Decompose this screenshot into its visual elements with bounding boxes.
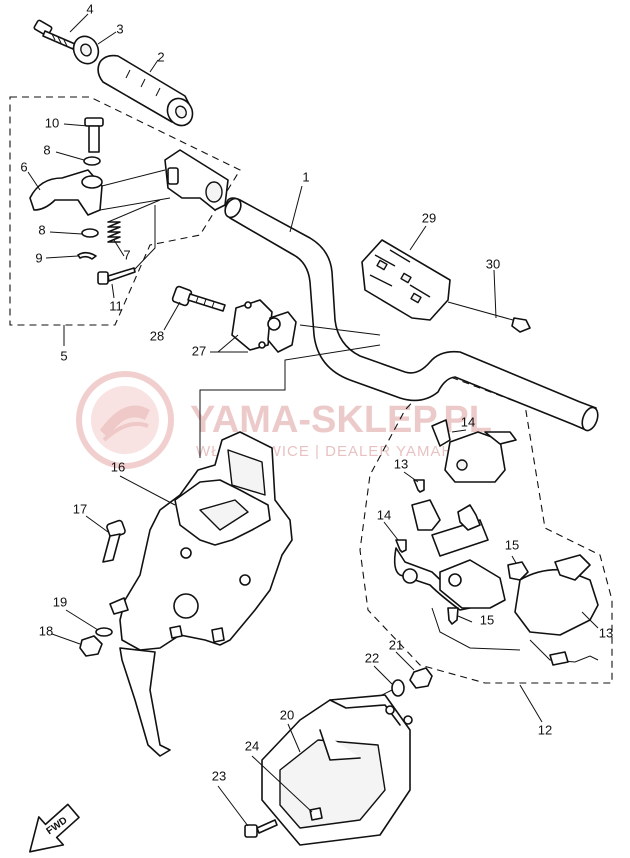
callout-11: 11 <box>109 298 123 313</box>
watermark-logo-icon <box>76 371 174 469</box>
callout-5: 5 <box>60 348 67 363</box>
part-24-washer <box>391 679 405 697</box>
callout-2: 2 <box>157 49 164 64</box>
callout-12: 12 <box>538 722 552 737</box>
callout-26: 24 <box>245 738 259 753</box>
leader-mount-to-holder <box>299 324 381 336</box>
callout-28: 28 <box>150 328 164 343</box>
callout-8-upper: 8 <box>43 142 50 157</box>
part-30-cable-tie <box>447 301 531 333</box>
part-20-nut <box>79 635 103 657</box>
group-box-5 <box>9 96 241 326</box>
part-28-bolt <box>171 285 226 312</box>
part-8-washer-lower <box>81 228 99 238</box>
switch-body <box>393 499 521 651</box>
callout-22: 20 <box>280 707 294 722</box>
part-3-end-cap <box>72 35 100 65</box>
callout-16: 14 <box>461 414 475 429</box>
callout-labels: 4 3 2 10 8 6 8 7 9 11 5 1 29 30 28 27 16… <box>20 1 613 783</box>
part-17-screw <box>447 607 459 625</box>
part-9-clip <box>77 251 97 260</box>
callout-21: 19 <box>53 594 67 609</box>
leader-column-to-bar <box>199 344 381 458</box>
part-4-bolt <box>33 19 76 50</box>
part-10-bolt <box>84 117 104 153</box>
callout-25: 23 <box>212 768 226 783</box>
part-25-bolt <box>244 819 278 838</box>
callout-7: 7 <box>123 247 130 262</box>
callout-17: 15 <box>480 612 494 627</box>
part-23-nut <box>409 667 433 689</box>
callout-30: 30 <box>486 256 500 271</box>
part-14-screw-lower <box>395 539 407 553</box>
part-21-washer <box>95 627 113 637</box>
callout-29: 29 <box>422 210 436 225</box>
callout-8-lower: 8 <box>38 222 45 237</box>
part-14-screw-upper <box>413 479 425 493</box>
callout-15: 15 <box>505 537 519 552</box>
callout-24: 22 <box>365 650 379 665</box>
callout-10: 10 <box>45 115 59 130</box>
part-19-bolt <box>102 519 126 563</box>
part-2-grip <box>97 54 194 127</box>
callout-4: 4 <box>86 1 93 16</box>
part-1-handlebar <box>224 197 599 432</box>
part-7-spring <box>107 221 121 243</box>
callout-6: 6 <box>20 159 27 174</box>
callout-13: 13 <box>599 625 613 640</box>
part-26-screw <box>309 807 323 821</box>
part-16-switch-housing <box>431 419 517 483</box>
callout-3: 3 <box>116 21 123 36</box>
part-29-handlebar-pad <box>361 239 451 321</box>
callout-14-lower: 14 <box>377 507 391 522</box>
part-27-handlebar-holder <box>231 299 297 353</box>
fwd-arrow-icon: FWD <box>29 803 80 853</box>
part-6-lever <box>29 169 103 216</box>
part-8-washer-upper <box>83 156 101 166</box>
callout-19: 17 <box>73 501 87 516</box>
group-box-12 <box>359 372 613 684</box>
part-11-bolt <box>97 267 136 285</box>
callout-18: 16 <box>111 459 125 474</box>
callout-20: 18 <box>39 623 53 638</box>
callout-9: 9 <box>35 250 42 265</box>
callout-14-upper: 13 <box>394 456 408 471</box>
part-13-thumb-lever <box>514 554 599 666</box>
callout-23: 21 <box>389 637 403 652</box>
callout-leaders <box>27 13 599 827</box>
callout-27: 27 <box>192 343 206 358</box>
part-5-lever-holder <box>164 149 229 211</box>
callout-1: 1 <box>302 169 309 184</box>
part-18-steering-column <box>109 431 293 757</box>
leader-lever-assembly <box>99 169 171 271</box>
part-15-knob <box>507 561 529 581</box>
